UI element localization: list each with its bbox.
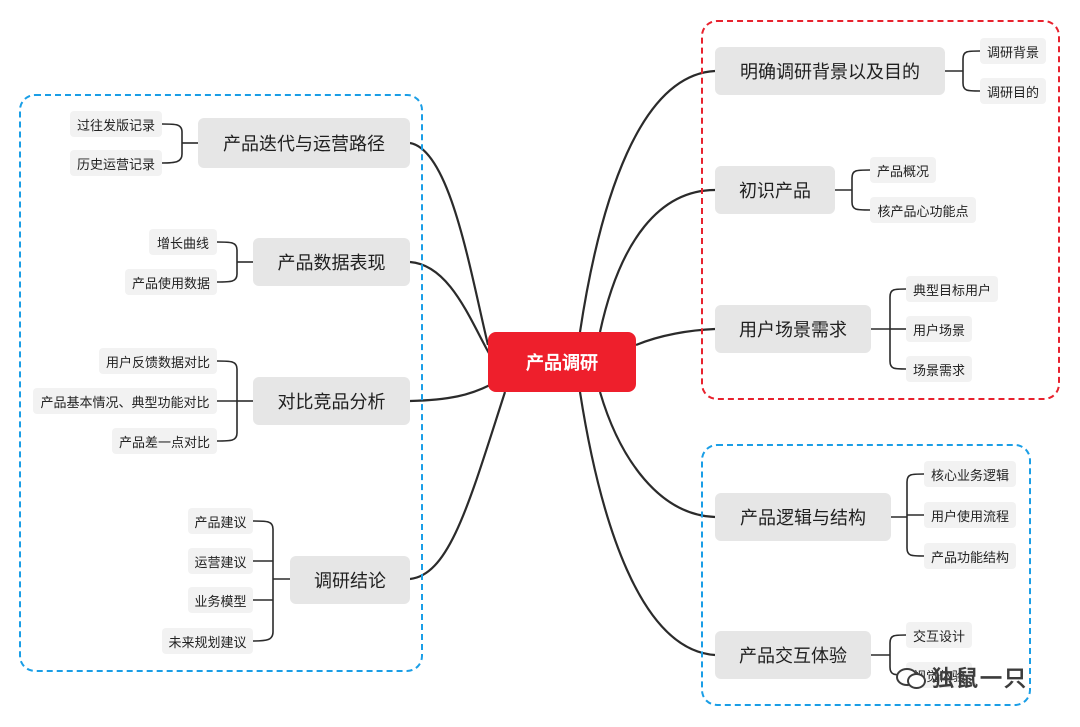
subtopic-past-releases[interactable]: 过往发版记录 xyxy=(70,111,162,137)
subtopic-research-background[interactable]: 调研背景 xyxy=(980,38,1046,64)
topic-research-conclusion[interactable]: 调研结论 xyxy=(290,556,410,604)
topic-background-purpose[interactable]: 明确调研背景以及目的 xyxy=(715,47,945,95)
subtopic-operation-history[interactable]: 历史运营记录 xyxy=(70,150,162,176)
subtopic-scenario-needs[interactable]: 场景需求 xyxy=(906,356,972,382)
topic-competitor-analysis[interactable]: 对比竞品分析 xyxy=(253,377,410,425)
topic-data-performance[interactable]: 产品数据表现 xyxy=(253,238,410,286)
subtopic-growth-curve[interactable]: 增长曲线 xyxy=(149,229,217,255)
right-bottom-boundary xyxy=(701,444,1031,706)
subtopic-usage-data[interactable]: 产品使用数据 xyxy=(125,269,217,295)
subtopic-gap-comparison[interactable]: 产品差一点对比 xyxy=(112,428,217,454)
subtopic-future-plan[interactable]: 未来规划建议 xyxy=(162,628,253,654)
subtopic-product-overview[interactable]: 产品概况 xyxy=(870,157,936,183)
center-topic[interactable]: 产品调研 xyxy=(488,332,636,392)
subtopic-user-flow[interactable]: 用户使用流程 xyxy=(924,502,1016,528)
watermark: 独鼠一只 xyxy=(896,662,1028,692)
subtopic-product-suggestion[interactable]: 产品建议 xyxy=(188,508,253,534)
subtopic-operation-suggestion[interactable]: 运营建议 xyxy=(188,548,253,574)
topic-interaction-experience[interactable]: 产品交互体验 xyxy=(715,631,871,679)
subtopic-business-model[interactable]: 业务模型 xyxy=(188,587,253,613)
subtopic-core-business-logic[interactable]: 核心业务逻辑 xyxy=(924,461,1016,487)
topic-logic-structure[interactable]: 产品逻辑与结构 xyxy=(715,493,891,541)
subtopic-research-purpose[interactable]: 调研目的 xyxy=(980,78,1046,104)
topic-iteration-operation-path[interactable]: 产品迭代与运营路径 xyxy=(198,118,410,168)
subtopic-target-users[interactable]: 典型目标用户 xyxy=(906,276,998,302)
subtopic-basic-feature-comparison[interactable]: 产品基本情况、典型功能对比 xyxy=(33,388,217,414)
left-topics-boundary xyxy=(19,94,423,672)
subtopic-user-scenarios[interactable]: 用户场景 xyxy=(906,316,972,342)
subtopic-feedback-comparison[interactable]: 用户反馈数据对比 xyxy=(99,348,217,374)
subtopic-core-features[interactable]: 核产品心功能点 xyxy=(870,197,976,223)
right-top-boundary xyxy=(701,20,1060,400)
subtopic-feature-structure[interactable]: 产品功能结构 xyxy=(924,543,1016,569)
topic-product-intro[interactable]: 初识产品 xyxy=(715,166,835,214)
watermark-text: 独鼠一只 xyxy=(932,667,1029,692)
subtopic-interaction-design[interactable]: 交互设计 xyxy=(906,622,972,648)
topic-user-scenario-needs[interactable]: 用户场景需求 xyxy=(715,305,871,353)
wechat-icon xyxy=(896,666,926,689)
